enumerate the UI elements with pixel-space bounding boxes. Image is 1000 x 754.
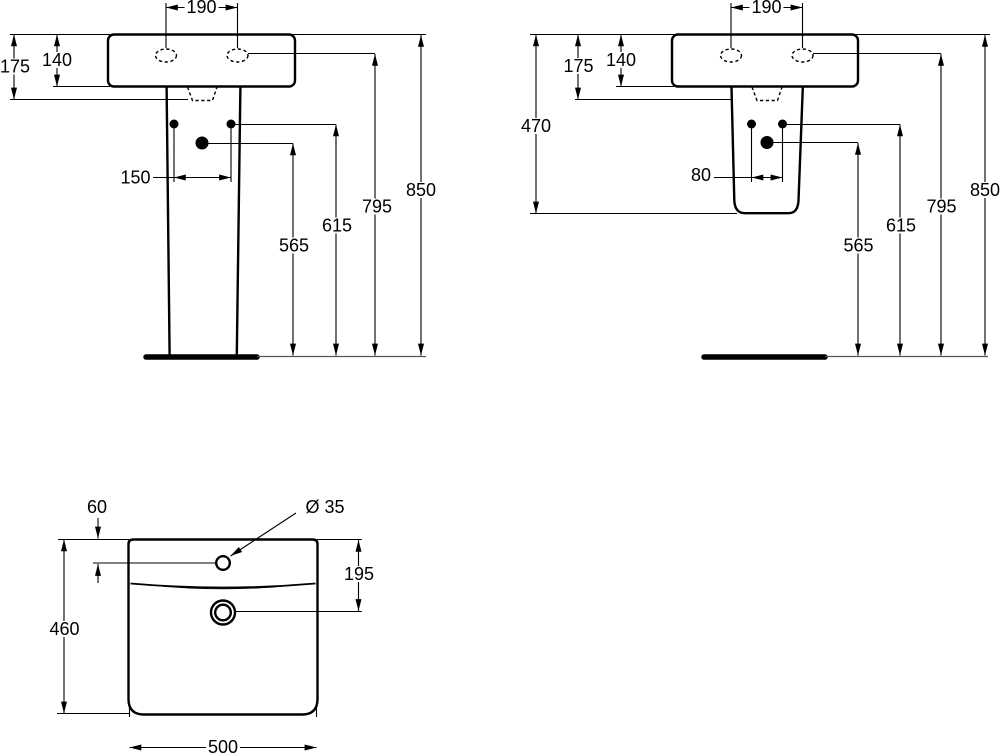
label-bg [320,217,354,234]
label-bg [277,237,311,254]
fixing-hole-right [226,119,236,129]
label-bg [749,0,784,15]
label-bg [184,0,219,15]
supply-hole [195,136,209,150]
dim-label-140: 140 [606,50,636,70]
dim-label-565: 565 [843,236,873,256]
label-bg [519,118,553,134]
dim-label-175: 175 [563,56,593,76]
label-bg [360,198,394,215]
basin-plan-outline [127,538,319,716]
front-view-pedestal: 190 175 140 150 565 615 795 850 [0,0,438,360]
dim-label-dia35: Ø 35 [305,497,344,517]
dim-label-175: 175 [0,57,30,77]
label-bg [47,621,82,637]
fixing-hole-left [169,119,179,129]
pedestal-right-edge [235,86,242,355]
basin-outline [670,33,860,88]
dim-label-60: 60 [87,497,107,517]
leader-dia35 [230,512,297,557]
dim-label-195: 195 [344,564,374,584]
dim-label-150: 150 [120,168,150,188]
dim-label-460: 460 [49,619,79,639]
faucet-hole-left [719,48,743,63]
label-bg [924,198,959,215]
label-bg [604,52,638,68]
label-bg [40,52,74,68]
supply-hole [760,136,774,149]
basin-inner-edge-2 [149,584,297,590]
dim-label-615: 615 [886,216,916,236]
label-bg [561,58,596,74]
fixing-hole-left [747,119,756,129]
dim-label-470: 470 [521,116,551,136]
label-bg [841,237,876,254]
dim-label-190: 190 [751,0,781,17]
label-bg [404,182,438,198]
faucet-hole-left [154,48,178,63]
dim-label-565: 565 [279,236,309,256]
label-bg [884,217,918,234]
fixing-hole-right [778,119,787,129]
basin-outline [106,33,297,88]
label-bg [968,182,1000,198]
dim-label-190: 190 [186,0,216,17]
half-pedestal-outline [730,87,804,215]
label-bg [206,739,240,754]
pedestal-left-edge [165,86,171,355]
drain-hole-inner [213,603,232,622]
drain-trap-hidden [186,86,218,102]
front-view-half-pedestal: 190 470 175 140 80 565 615 795 [519,0,1000,360]
dim-label-615: 615 [322,216,352,236]
faucet-hole-right [791,48,814,63]
dim-label-140: 140 [42,50,72,70]
plan-view: 60 Ø 35 460 195 500 [47,497,376,754]
dim-label-850: 850 [970,180,1000,200]
faucet-hole-right [226,48,249,63]
faucet-hole [214,555,231,572]
dim-label-80: 80 [691,165,711,185]
dim-label-795: 795 [926,197,956,217]
label-bg [342,566,376,582]
dim-label-850: 850 [406,180,436,200]
label-bg [0,58,32,75]
dim-label-795: 795 [362,197,392,217]
drain-trap-hidden [751,86,783,102]
dim-label-500: 500 [208,737,238,754]
